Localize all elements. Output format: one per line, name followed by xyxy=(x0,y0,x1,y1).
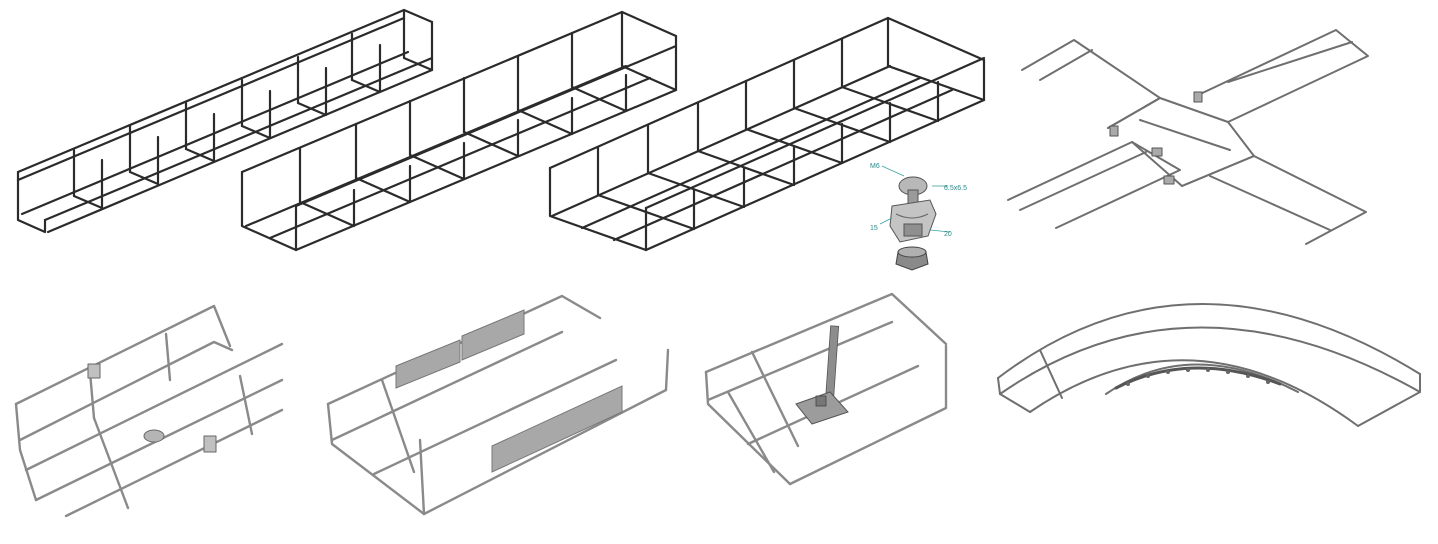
straight-tray-narrow-image xyxy=(16,8,434,234)
tray-90-bend-image xyxy=(997,303,1421,427)
clamp-dimension-15: 15 xyxy=(870,225,878,232)
clamp-dimension-slot: 6.5x6.5 xyxy=(944,185,967,192)
tray-coupling-detail-image xyxy=(14,304,284,518)
cross-tee-junction-image xyxy=(1007,29,1369,245)
clamp-dimension-m6: M6 xyxy=(870,163,880,170)
straight-tray-medium-image xyxy=(240,10,678,252)
tray-divider-plates-image xyxy=(326,294,670,516)
tray-threaded-rod-support-image xyxy=(704,292,948,486)
clamp-dimension-20: 20 xyxy=(944,231,952,238)
straight-tray-wide-image xyxy=(548,16,986,252)
clamp-detail-image: M6 6.5x6.5 15 20 xyxy=(870,163,967,271)
